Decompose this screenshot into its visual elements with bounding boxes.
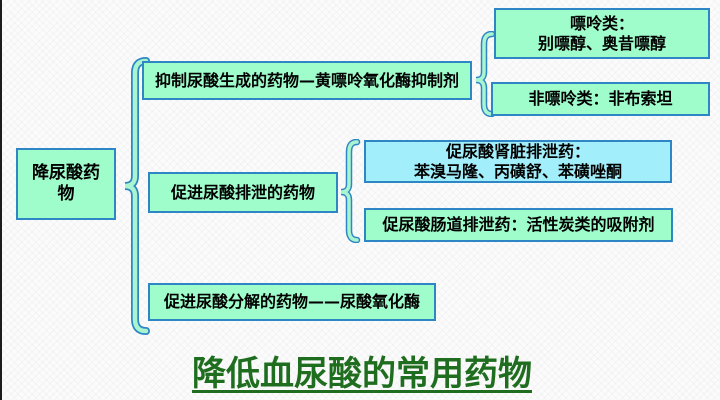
intestinal-excretion-node: 促尿酸肠道排泄药：活性炭类的吸附剂 [364,208,673,242]
purine-class-heading: 嘌呤类： [569,13,634,33]
branch1-curly-brace [475,31,496,117]
renal-excretion-node: 促尿酸肾脏排泄药： 苯溴马隆、丙磺舒、苯磺唑酮 [364,140,672,183]
branch-promote-decomposition-node: 促进尿酸分解的药物——尿酸氧化酶 [148,283,436,321]
branch-promote-excretion-node: 促进尿酸排泄的药物 [148,172,338,213]
branch-inhibit-production-label: 抑制尿酸生成的药物—黄嘌呤氧化酶抑制剂 [154,70,459,90]
intestinal-excretion-label: 促尿酸肠道排泄药：活性炭类的吸附剂 [382,215,655,234]
purine-class-node: 嘌呤类： 别嘌醇、奥昔嘌醇 [494,8,710,59]
main-curly-brace [124,57,150,335]
root-node-uric-acid-drugs: 降尿酸药物 [16,148,116,220]
purine-class-drugs: 别嘌醇、奥昔嘌醇 [537,33,666,53]
renal-excretion-heading: 促尿酸肾脏排泄药： [445,141,590,161]
root-node-label: 降尿酸药物 [32,162,100,204]
branch-promote-decomposition-label: 促进尿酸分解的药物——尿酸氧化酶 [163,292,420,311]
branch2-curly-brace [340,139,361,243]
branch-promote-excretion-label: 促进尿酸排泄的药物 [170,182,315,202]
non-purine-class-label: 非嘌呤类：非布索坦 [528,89,673,108]
non-purine-class-node: 非嘌呤类：非布索坦 [491,82,710,116]
slide-title: 降低血尿酸的常用药物 [192,354,532,394]
branch-inhibit-production-node: 抑制尿酸生成的药物—黄嘌呤氧化酶抑制剂 [142,61,472,100]
renal-excretion-drugs: 苯溴马隆、丙磺舒、苯磺唑酮 [413,161,622,181]
